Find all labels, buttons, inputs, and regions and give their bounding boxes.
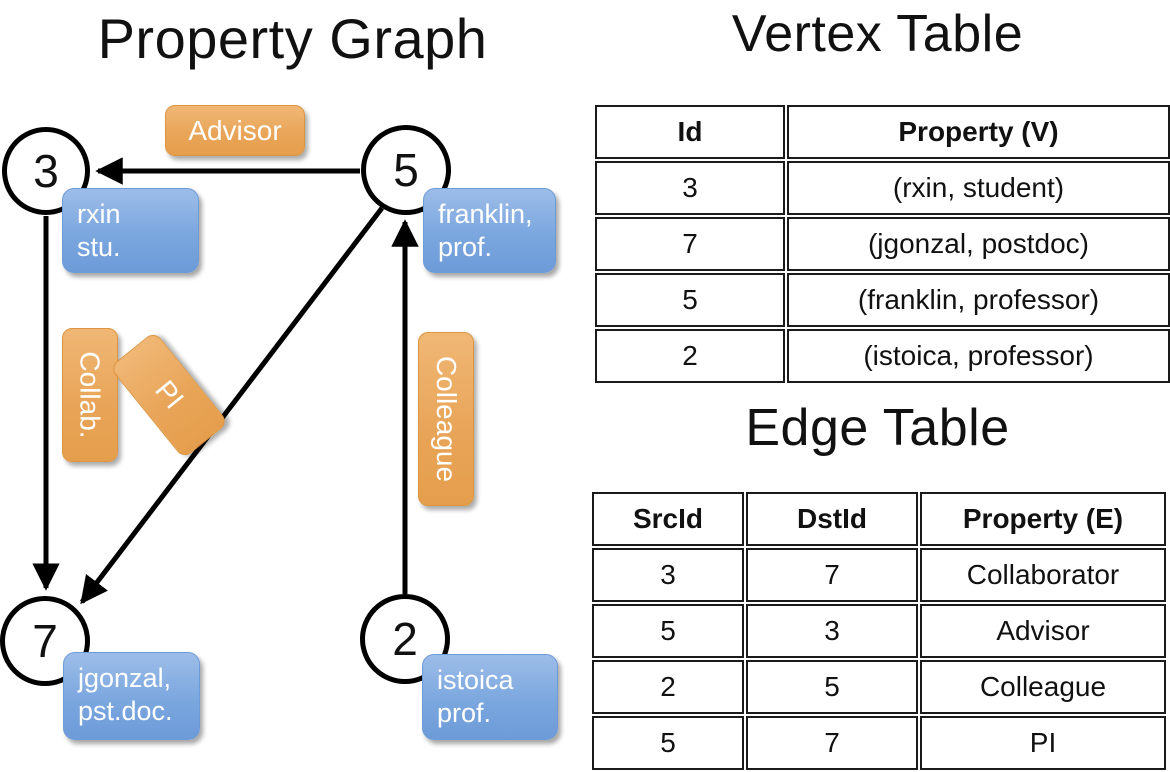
edge-label-box-collab: Collab. <box>62 328 118 462</box>
table-row: 7 (jgonzal, postdoc) <box>595 217 1170 271</box>
edge-5-to-7-pi <box>80 206 384 605</box>
edge-cell-srcid: 2 <box>592 660 744 714</box>
edge-label-advisor-text: Advisor <box>188 114 282 146</box>
vertex-property-7-line2: pst.doc. <box>78 695 173 726</box>
table-row: 3 (rxin, student) <box>595 161 1170 215</box>
page-title-vertex-table: Vertex Table <box>731 5 1024 63</box>
vertex-property-5-line2: prof. <box>438 231 493 262</box>
table-row: 2 (istoica, professor) <box>595 329 1170 383</box>
table-row: 5 (franklin, professor) <box>595 273 1170 327</box>
edge-label-box-colleague: Colleague <box>418 332 474 506</box>
page-title-edge-table: Edge Table <box>745 399 1010 457</box>
edge-label-box-advisor: Advisor <box>165 105 305 156</box>
edge-header-property: Property (E) <box>920 492 1166 546</box>
vertex-cell-property: (rxin, student) <box>787 161 1170 215</box>
vertex-property-box-3: rxin stu. <box>62 188 199 273</box>
edge-cell-srcid: 5 <box>592 716 744 770</box>
table-row: 5 7 PI <box>592 716 1166 770</box>
vertex-cell-id: 3 <box>595 161 785 215</box>
vertex-cell-id: 7 <box>595 217 785 271</box>
edge-cell-dstid: 7 <box>746 548 918 602</box>
edge-label-pi-text: PI <box>149 374 190 415</box>
vertex-table: Id Property (V) 3 (rxin, student) 7 (jgo… <box>593 103 1170 385</box>
table-row: 5 3 Advisor <box>592 604 1166 658</box>
graph-node-5-label: 5 <box>393 144 419 196</box>
vertex-cell-id: 2 <box>595 329 785 383</box>
vertex-property-2-line1: istoica <box>437 665 514 695</box>
vertex-property-2-line2: prof. <box>437 697 492 728</box>
vertex-cell-property: (jgonzal, postdoc) <box>787 217 1170 271</box>
vertex-property-box-7: jgonzal, pst.doc. <box>63 652 200 740</box>
edge-cell-dstid: 5 <box>746 660 918 714</box>
edge-label-colleague-text: Colleague <box>431 355 463 483</box>
vertex-header-property: Property (V) <box>787 105 1170 159</box>
edge-cell-srcid: 3 <box>592 548 744 602</box>
edge-table: SrcId DstId Property (E) 3 7 Collaborato… <box>590 490 1168 772</box>
graph-node-3-label: 3 <box>33 145 59 197</box>
table-row: 3 7 Collaborator <box>592 548 1166 602</box>
vertex-property-3-line1: rxin <box>77 199 121 229</box>
vertex-property-box-5: franklin, prof. <box>423 188 556 273</box>
graph-node-2[interactable]: 2 <box>360 594 450 684</box>
vertex-cell-property: (istoica, professor) <box>787 329 1170 383</box>
edge-header-dstid: DstId <box>746 492 918 546</box>
table-header-row: SrcId DstId Property (E) <box>592 492 1166 546</box>
vertex-property-box-2: istoica prof. <box>422 654 558 740</box>
page-title-property-graph: Property Graph <box>97 7 488 70</box>
vertex-header-id: Id <box>595 105 785 159</box>
edge-cell-dstid: 7 <box>746 716 918 770</box>
table-header-row: Id Property (V) <box>595 105 1170 159</box>
edge-cell-property: Advisor <box>920 604 1166 658</box>
edge-label-collab-text: Collab. <box>75 351 107 439</box>
edge-header-srcid: SrcId <box>592 492 744 546</box>
vertex-property-3-line2: stu. <box>77 231 121 262</box>
vertex-property-7-line1: jgonzal, <box>78 663 172 693</box>
graph-node-7-label: 7 <box>32 615 58 667</box>
edge-cell-dstid: 3 <box>746 604 918 658</box>
table-row: 2 5 Colleague <box>592 660 1166 714</box>
vertex-cell-id: 5 <box>595 273 785 327</box>
vertex-property-5-line1: franklin, <box>438 199 533 229</box>
graph-edges-svg <box>32 157 419 605</box>
edge-cell-property: PI <box>920 716 1166 770</box>
edge-cell-property: Collaborator <box>920 548 1166 602</box>
edge-cell-property: Colleague <box>920 660 1166 714</box>
graph-node-5[interactable]: 5 <box>361 125 451 215</box>
vertex-cell-property: (franklin, professor) <box>787 273 1170 327</box>
edge-cell-srcid: 5 <box>592 604 744 658</box>
graph-node-2-label: 2 <box>392 613 418 665</box>
property-graph-diagram: 3 5 7 2 rxin stu. franklin, prof. jgonza… <box>0 0 585 760</box>
